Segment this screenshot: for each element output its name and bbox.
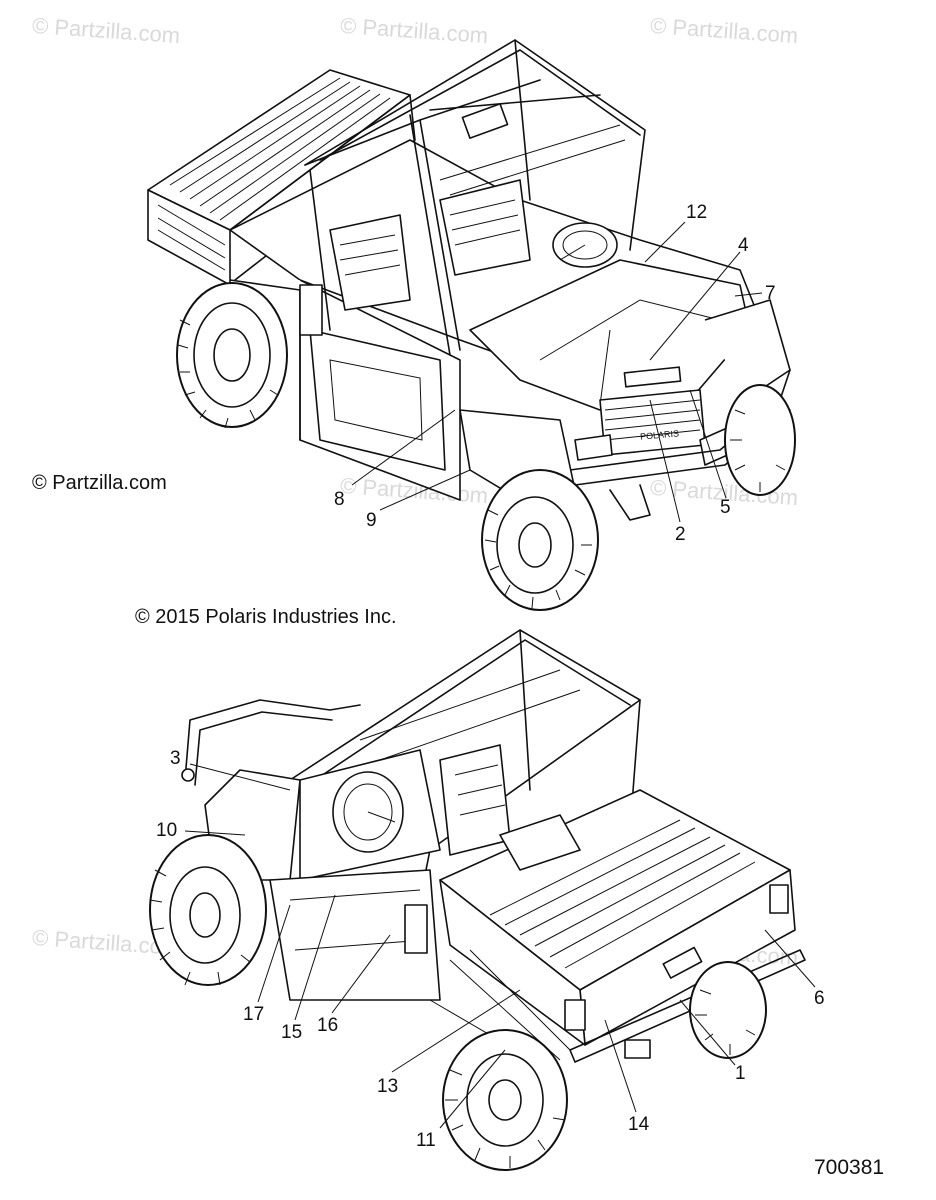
callout-14: 14 [628,1114,650,1135]
callout-11: 11 [416,1130,436,1151]
diagram-part-number: 700381 [814,1156,885,1179]
top-leader-lines [351,221,763,523]
top-front-left-tire [481,469,599,611]
callout-5: 5 [720,497,731,518]
polaris-copyright: © 2015 Polaris Industries Inc. [135,606,397,628]
top-rear-left-tire [176,282,288,429]
polaris-logo: POLARIS [640,428,680,441]
callout-16: 16 [317,1015,339,1036]
bottom-rear-left-tire [442,1029,568,1171]
callout-7: 7 [765,283,776,304]
callout-4: 4 [738,235,749,256]
callout-2: 2 [675,524,686,545]
bottom-vehicle-illustration [149,629,806,1171]
callout-17: 17 [243,1004,265,1025]
bottom-rear-right-tire [689,961,767,1059]
top-front-right-tire [724,384,796,496]
callout-13: 13 [377,1076,399,1097]
callout-1: 1 [735,1063,746,1084]
callout-15: 15 [281,1022,303,1043]
bottom-front-left-tire [149,834,267,986]
callout-6: 6 [814,988,825,1009]
callout-10: 10 [156,820,178,841]
bottom-leader-lines [184,763,816,1129]
callout-12: 12 [686,202,708,223]
callout-3: 3 [170,748,181,769]
top-vehicle-illustration: POLARIS [147,39,796,611]
callout-9: 9 [366,510,377,531]
partzilla-copyright: © Partzilla.com [32,472,167,494]
callout-8: 8 [334,489,345,510]
